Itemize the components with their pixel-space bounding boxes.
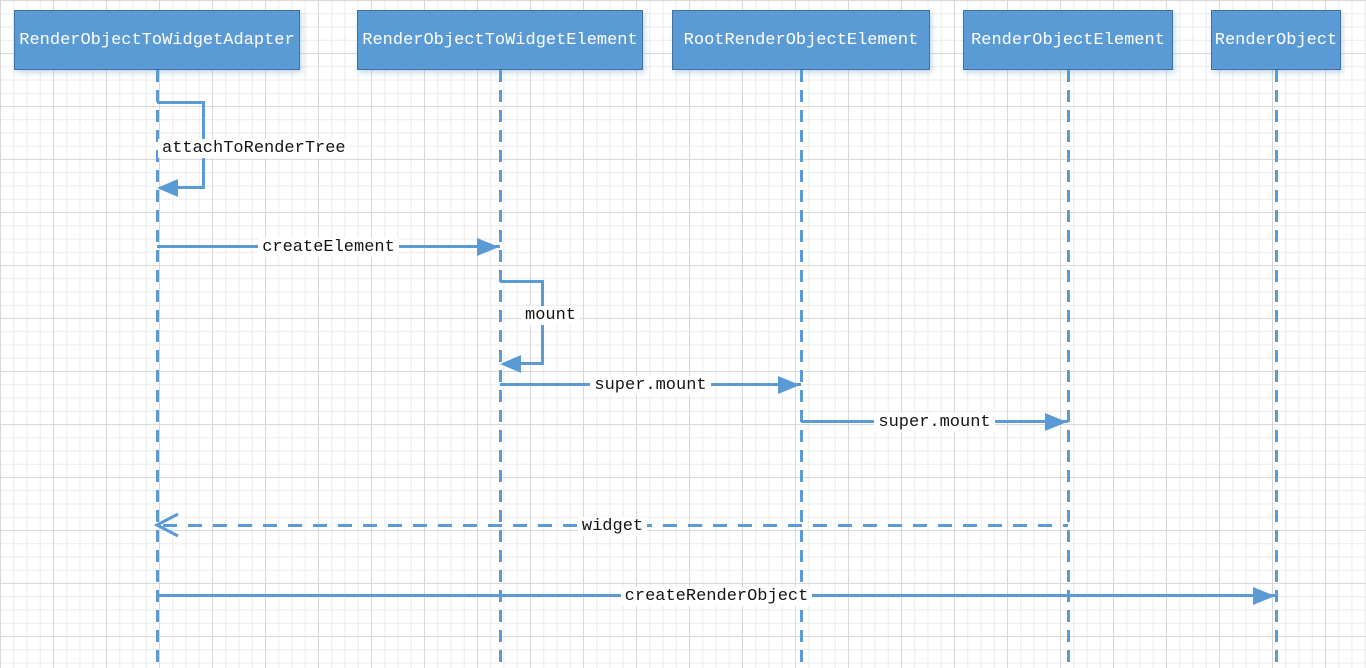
actor-render-object-element: RenderObjectElement [963,10,1173,70]
actor-label: RenderObject [1214,30,1338,50]
arrowhead-right-icon [477,238,499,256]
arrowhead-left-icon [500,355,521,373]
lifeline-render-object-to-widget-adapter [155,70,159,668]
actor-label: RenderObjectToWidgetElement [362,30,638,50]
message-dashed-line [163,524,1068,527]
message-line [500,280,544,283]
lifeline-render-object-element [1066,70,1070,668]
message-line [157,594,1276,597]
actor-root-render-object-element: RootRenderObjectElement [672,10,930,70]
message-line [500,383,801,386]
actor-render-object-to-widget-adapter: RenderObjectToWidgetAdapter [14,10,300,70]
actor-label: RenderObjectToWidgetAdapter [19,30,295,50]
arrowhead-right-icon [1253,587,1275,605]
message-label: attachToRenderTree [158,139,350,158]
message-label: mount [521,306,581,325]
actor-label: RenderObjectElement [971,30,1165,50]
actor-label: RootRenderObjectElement [683,30,919,50]
message-line [801,420,1068,423]
lifeline-root-render-object-element [799,70,803,668]
actor-render-object: RenderObject [1211,10,1341,70]
message-line [515,362,544,365]
message-line [172,186,205,189]
arrowhead-open-left-icon [154,512,179,538]
arrowhead-right-icon [1045,413,1067,431]
message-line [157,245,500,248]
lifeline-render-object [1274,70,1278,668]
arrowhead-right-icon [778,376,800,394]
arrowhead-left-icon [157,179,178,197]
actor-render-object-to-widget-element: RenderObjectToWidgetElement [357,10,643,70]
message-line [157,101,205,104]
